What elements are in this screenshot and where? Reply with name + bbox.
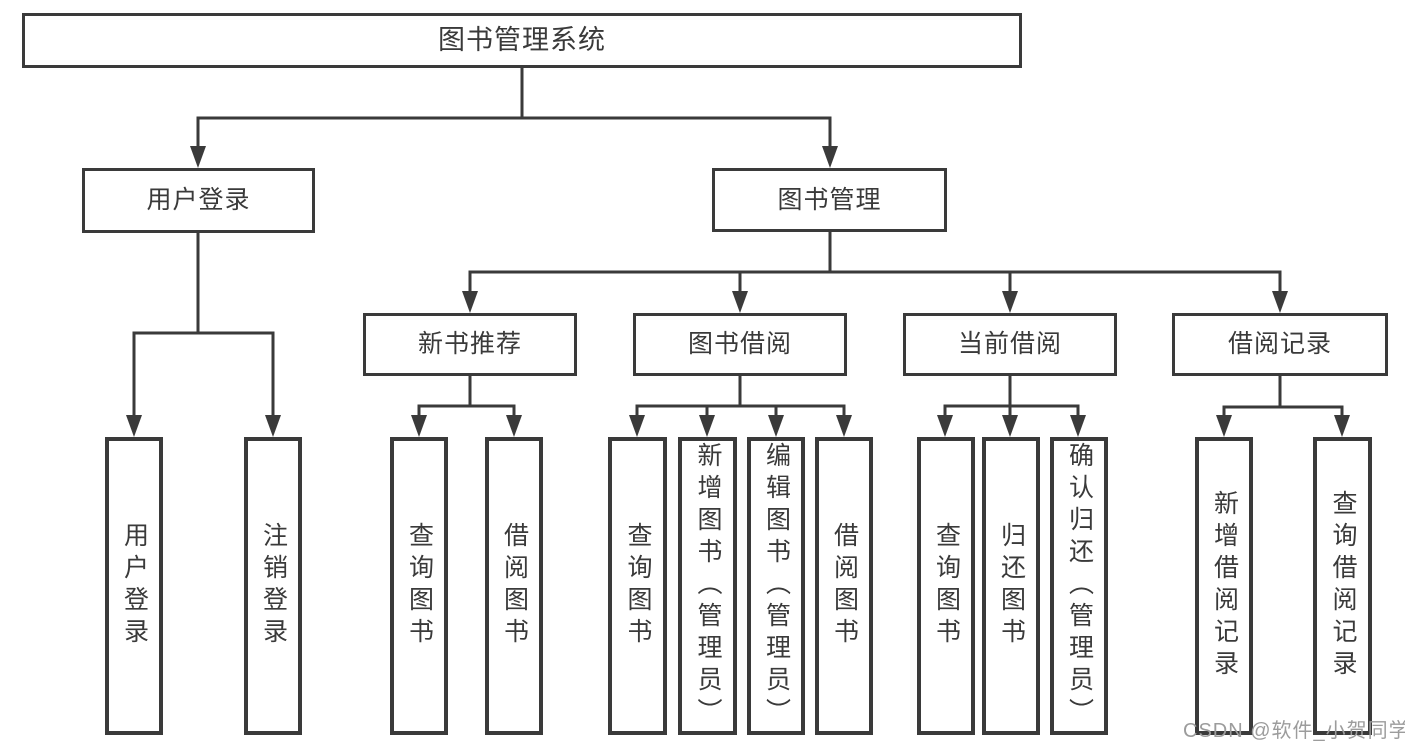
leaf-edit-books-admin: 编辑图书（管理员） [747,437,805,735]
node-borrowing-records: 借阅记录 [1172,313,1388,376]
node-label: 用户登录 [120,522,149,650]
arrowhead-icon [732,291,748,313]
leaf-confirm-return-admin: 确认归还（管理员） [1050,437,1108,735]
leaf-return-books: 归还图书 [982,437,1040,735]
node-label: 查询借阅记录 [1329,490,1357,682]
node-label: 归还图书 [997,522,1026,650]
arrowhead-icon [1002,415,1018,437]
arrowhead-icon [1216,415,1232,437]
leaf-borrow-books: 借阅图书 [815,437,873,735]
arrowhead-icon [629,415,645,437]
node-label: 注销登录 [259,522,288,650]
arrowhead-icon [822,146,838,168]
arrowhead-icon [265,415,281,437]
connector-book-borrow-to-leaves [635,376,846,419]
leaf-user-login: 用户登录 [105,437,163,735]
leaf-query-books: 查询图书 [608,437,667,735]
node-label: 当前借阅 [957,330,1062,358]
arrowhead-icon [937,415,953,437]
arrowhead-icon [411,415,427,437]
leaf-query-borrow-record: 查询借阅记录 [1313,437,1372,735]
connector-borrow-records-to-leaves [1222,376,1344,419]
node-book-borrowing: 图书借阅 [633,313,847,376]
arrowhead-icon [768,415,784,437]
node-library-system: 图书管理系统 [22,13,1022,68]
node-label: 用户登录 [146,186,251,214]
connector-book-mgmt-to-level3 [468,232,1282,295]
node-label: 查询图书 [932,522,961,650]
connector-root-to-level2 [196,68,832,150]
leaf-query-books: 查询图书 [917,437,975,735]
arrowhead-icon [506,415,522,437]
arrowhead-icon [1272,291,1288,313]
leaf-logout: 注销登录 [244,437,302,735]
node-label: 图书管理 [777,185,882,214]
node-book-management: 图书管理 [712,168,947,232]
node-label: 确认归还（管理员） [1065,442,1094,730]
node-label: 借阅图书 [500,522,529,650]
connector-user-login-to-leaves [132,233,275,419]
node-current-borrowing: 当前借阅 [903,313,1117,376]
leaf-borrow-books: 借阅图书 [485,437,543,735]
node-label: 新增图书（管理员） [694,442,722,730]
node-label: 新书推荐 [417,330,522,358]
arrowhead-icon [190,146,206,168]
leaf-add-borrow-record: 新增借阅记录 [1195,437,1253,735]
arrowhead-icon [1002,291,1018,313]
node-new-book-recommend: 新书推荐 [363,313,577,376]
node-label: 查询图书 [405,522,434,650]
arrowhead-icon [836,415,852,437]
arrowhead-icon [126,415,142,437]
arrowhead-icon [462,291,478,313]
arrowhead-icon [699,415,715,437]
node-label: 图书借阅 [687,330,792,358]
leaf-query-books: 查询图书 [390,437,448,735]
connector-new-book-to-leaves [417,376,516,419]
node-label: 查询图书 [624,522,652,650]
connector-current-borrow-to-leaves [943,376,1080,419]
node-label: 编辑图书（管理员） [762,442,791,730]
node-label: 图书管理系统 [438,25,606,55]
arrowhead-icon [1070,415,1086,437]
watermark: CSDN @软件_小贺同学 [1183,720,1405,742]
node-label: 新增借阅记录 [1210,490,1239,682]
leaf-add-books-admin: 新增图书（管理员） [678,437,737,735]
arrowhead-icon [1334,415,1350,437]
node-label: 借阅图书 [830,522,859,650]
node-user-login: 用户登录 [82,168,315,233]
node-label: 借阅记录 [1227,330,1332,358]
